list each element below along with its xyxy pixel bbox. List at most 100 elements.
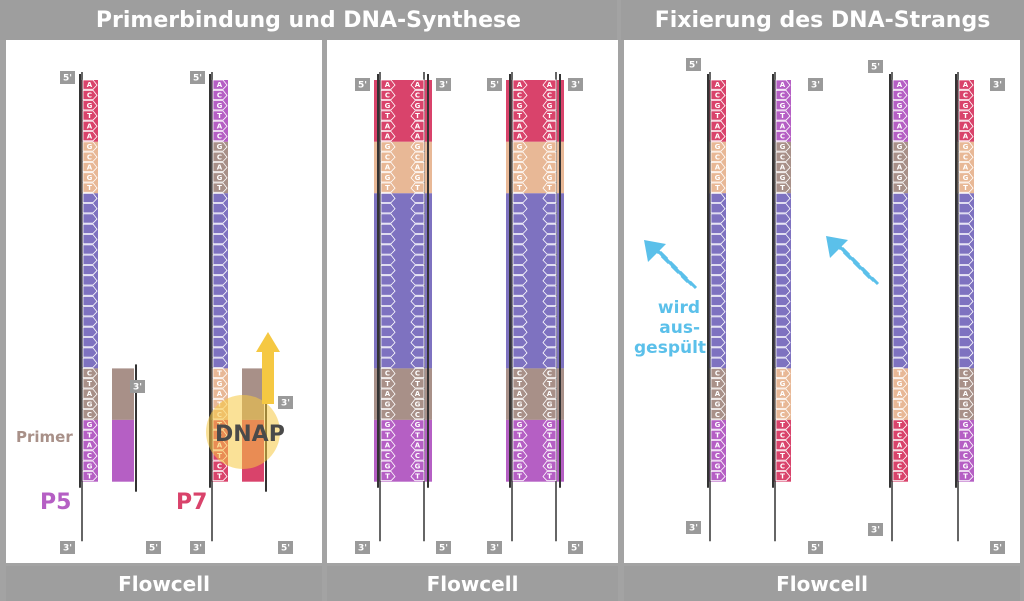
p3-strand-b-base-letter-2: G <box>780 102 786 110</box>
p3-strand-c-base-14 <box>892 223 908 234</box>
p2-duplex-a-right-base-7 <box>410 151 425 162</box>
p3-strand-a-base-letter-34: T <box>715 431 720 439</box>
tag-3p-p2b-top-box <box>568 78 583 91</box>
p1-strand-a-base-5 <box>82 131 98 142</box>
p2-duplex-b-right-base-27 <box>542 357 557 368</box>
p1-strand-b-base-letter-28: T <box>217 370 222 378</box>
panel-primer-binding <box>6 40 322 563</box>
p2-duplex-a-right-base-5 <box>410 131 425 142</box>
p1-primer-a-bottom <box>112 419 134 482</box>
p2-duplex-b-right-base-21 <box>542 295 557 307</box>
wash-label-2: aus- <box>659 318 700 338</box>
p2-duplex-a-right-base-33 <box>410 419 425 430</box>
p1-strand-b-base-27 <box>212 357 228 368</box>
p1-strand-a-base-letter-6: G <box>87 143 93 151</box>
p2-duplex-a-left-base-21 <box>380 295 396 307</box>
p1-strand-a-base-27 <box>82 357 98 368</box>
p3-strand-a-base-22 <box>710 306 726 317</box>
p2-duplex-b-left-base-17 <box>512 254 528 265</box>
section-header-primer: Primerbindung und DNA-Synthese <box>0 0 617 40</box>
p3-strand-d-base-12 <box>958 203 974 214</box>
p2-duplex-a-left-base-letter-37: G <box>385 462 391 470</box>
p2-duplex-a-left-base-2 <box>380 100 396 111</box>
p2-duplex-a-right-base-15 <box>410 234 425 245</box>
p2-duplex-b-left-base-letter-5: A <box>517 133 523 141</box>
p2-duplex-b-right-base-22 <box>542 306 557 317</box>
p3-strand-b-base-21 <box>775 295 791 307</box>
p3-strand-c-base-letter-4: A <box>897 122 903 130</box>
p3-strand-a-base-letter-7: C <box>715 153 720 161</box>
p3-strand-b-base-letter-10: T <box>780 184 785 192</box>
p1-strand-b-base-24 <box>212 326 228 337</box>
p1-strand-a-base-38 <box>82 470 98 482</box>
primer-label: Primer <box>16 428 73 446</box>
p2-duplex-a-right-base-19 <box>410 275 425 286</box>
p3-strand-a-base-letter-1: C <box>715 91 720 99</box>
p3-strand-d-base-9 <box>958 172 974 183</box>
p3-strand-c-base-letter-31: T <box>897 400 902 408</box>
p3-strand-c-base-letter-38: T <box>897 473 902 481</box>
p3-strand-d-base-38 <box>958 470 974 482</box>
p3-strand-b-base-25 <box>775 337 791 348</box>
p2-duplex-a-right-base-4 <box>410 120 425 131</box>
p3-strand-a-base-letter-37: G <box>715 462 721 470</box>
p2-duplex-b-left-base-14 <box>512 223 528 234</box>
p3-strand-a-base-16 <box>710 244 726 255</box>
p3-strand-c-base-25 <box>892 337 908 348</box>
p1-strand-b-base-12 <box>212 203 228 214</box>
tag-5p-p3b-bottom: 5' <box>811 544 820 554</box>
p3-strand-d-base-2 <box>958 100 974 111</box>
p3-strand-b-base-6 <box>775 141 791 152</box>
p2-duplex-a-right-base-24 <box>410 326 425 337</box>
p2-duplex-a-left-base-letter-34: T <box>385 431 390 439</box>
tag-5p-p3d-bottom: 5' <box>993 544 1002 554</box>
p3-strand-c-base-13 <box>892 213 908 224</box>
p1-strand-b-base-13 <box>212 213 228 224</box>
p3-strand-d-base-10 <box>958 182 974 193</box>
p3-strand-c-base-letter-9: G <box>897 174 903 182</box>
p2-duplex-a-right-base-9 <box>410 172 425 183</box>
p3-strand-a-base-15 <box>710 234 726 245</box>
p3-strand-b-base-letter-9: G <box>780 174 786 182</box>
p3-strand-b-base-26 <box>775 347 791 358</box>
p1-strand-b-base-5 <box>212 131 228 142</box>
p3-strand-d-base-letter-33: G <box>963 421 969 429</box>
p2-duplex-b-right-base-25 <box>542 337 557 348</box>
p1-strand-a-base-4 <box>82 120 98 131</box>
p2-duplex-b-right-base-letter-31: G <box>547 400 553 408</box>
p2-duplex-b-left-base-32 <box>512 409 528 420</box>
p2-duplex-a-left-base-5 <box>380 131 396 142</box>
p1-strand-a-base-0 <box>82 79 98 90</box>
p3-strand-c-base-18 <box>892 264 908 276</box>
p2-duplex-b-right-base-33 <box>542 419 557 430</box>
p1-strand-b-base-23 <box>212 316 228 327</box>
p2-duplex-b-right-base-1 <box>542 89 557 100</box>
p2-duplex-b-right-base-10 <box>542 182 557 193</box>
p1-strand-a-base-letter-37: G <box>87 462 93 470</box>
p2-duplex-b-right-base-9 <box>542 172 557 183</box>
p3-strand-a-base-letter-28: C <box>715 370 720 378</box>
p1-strand-a-base-letter-28: C <box>87 370 92 378</box>
p1-strand-a-base-37 <box>82 460 98 471</box>
p3-strand-a-base-letter-29: T <box>715 380 720 388</box>
tag-5p-p2a-bottom-box <box>436 541 451 554</box>
tag-3p-p1b-bottom: 3' <box>193 544 202 554</box>
p1-strand-b-base-letter-4: A <box>217 122 223 130</box>
p1-strand-a-base-12 <box>82 203 98 214</box>
p3-strand-b-base-letter-29: G <box>780 380 786 388</box>
p3-strand-a-base-21 <box>710 295 726 307</box>
p1-strand-b-base-1 <box>212 89 228 100</box>
p2-duplex-a-right-base-letter-6: G <box>415 143 421 151</box>
tag-3p-p2a-bottom: 3' <box>358 544 367 554</box>
tag-3p-p2a-top-box <box>436 78 451 91</box>
p2-duplex-a-right-base-13 <box>410 213 425 224</box>
p3-strand-c-base-letter-28: T <box>897 370 902 378</box>
p1-strand-b-base-18 <box>212 264 228 276</box>
p2-duplex-b-left-base-letter-34: T <box>517 431 522 439</box>
p2-duplex-b-right-base-letter-30: A <box>547 390 553 398</box>
p2-duplex-b-right-base-38 <box>542 470 557 482</box>
p2-duplex-a-left-base-29 <box>380 378 396 389</box>
p3-strand-d-base-letter-36: C <box>963 452 968 460</box>
p2-duplex-a-left-base-27 <box>380 357 396 368</box>
p3-strand-c-base-9 <box>892 172 908 183</box>
